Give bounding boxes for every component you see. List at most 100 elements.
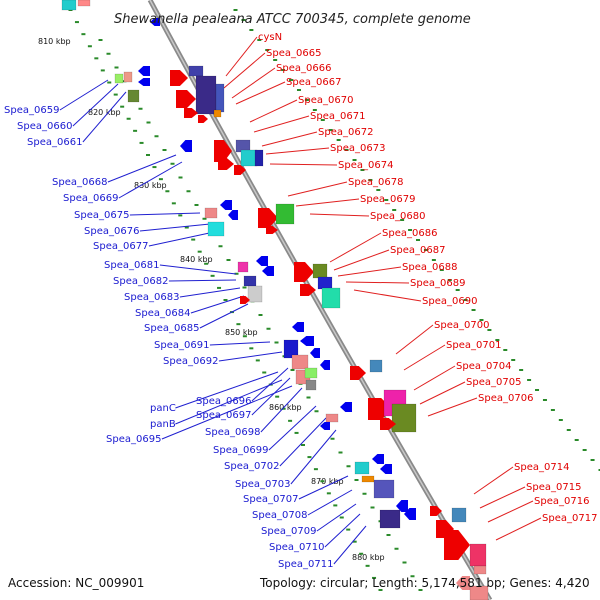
tick-dot — [336, 139, 341, 141]
gene-label[interactable]: Spea_0675 — [74, 210, 129, 221]
gene-label[interactable]: Spea_0691 — [154, 340, 209, 351]
gene-label[interactable]: Spea_0690 — [422, 296, 477, 307]
gene-label[interactable]: Spea_0710 — [269, 542, 324, 553]
gene-label[interactable]: Spea_0698 — [205, 427, 260, 438]
gene-label[interactable]: Spea_0709 — [261, 526, 316, 537]
gene-label[interactable]: Spea_0667 — [286, 77, 341, 88]
tick-dot — [344, 149, 349, 151]
tick-dot — [511, 359, 516, 361]
gene-label[interactable]: Spea_0685 — [144, 323, 199, 334]
gene-label[interactable]: Spea_0679 — [360, 194, 415, 205]
gene-label[interactable]: Spea_0670 — [298, 95, 353, 106]
gene-label[interactable]: Spea_0689 — [410, 278, 465, 289]
tick-dot — [535, 389, 540, 391]
gene-label[interactable]: Spea_0687 — [390, 245, 445, 256]
gene-label[interactable]: panB — [150, 419, 176, 430]
gene-label[interactable]: Spea_0696 — [196, 396, 251, 407]
connector-line — [148, 231, 215, 247]
gene-label[interactable]: panC — [150, 403, 176, 414]
gene-label[interactable]: Spea_0676 — [84, 226, 139, 237]
gene-label[interactable]: Spea_0666 — [276, 63, 331, 74]
tick-dot — [242, 286, 247, 289]
gene-label[interactable]: Spea_0674 — [338, 160, 393, 171]
gene-label[interactable]: Spea_0704 — [456, 361, 511, 372]
gene-label[interactable]: Spea_0669 — [63, 193, 118, 204]
tick-dot — [226, 259, 231, 261]
gene-label[interactable]: Spea_0707 — [243, 494, 298, 505]
tick-dot — [139, 141, 144, 144]
tick-dot — [362, 492, 367, 495]
tick-dot — [372, 576, 377, 579]
gene-label[interactable]: Spea_0703 — [235, 479, 290, 490]
accession-text: Accession: NC_009901 — [8, 576, 145, 590]
gene-label[interactable]: Spea_0665 — [266, 48, 321, 59]
gene-label[interactable]: Spea_0688 — [402, 262, 457, 273]
gene-arrow-forward — [294, 262, 314, 282]
gene-label[interactable]: Spea_0668 — [52, 177, 107, 188]
gene-label[interactable]: Spea_0701 — [446, 340, 501, 351]
gene-label[interactable]: Spea_0671 — [310, 111, 365, 122]
gene-label[interactable]: Spea_0695 — [106, 434, 161, 445]
gene-arrow-forward — [380, 418, 396, 430]
gene-feature — [305, 379, 317, 391]
gene-label[interactable]: Spea_0708 — [252, 510, 307, 521]
gene-label[interactable]: Spea_0706 — [478, 393, 533, 404]
tick-dot — [100, 69, 105, 72]
gene-label[interactable]: Spea_0661 — [27, 137, 82, 148]
gene-label[interactable]: Spea_0692 — [163, 356, 218, 367]
connector-line — [298, 475, 349, 500]
gene-arrow-reverse — [138, 78, 150, 86]
gene-arrow-reverse — [340, 402, 352, 412]
gene-label[interactable]: Spea_0681 — [104, 260, 159, 271]
tick-dot — [360, 169, 365, 171]
tick-dot — [107, 81, 112, 84]
tick-dot — [301, 444, 305, 446]
gene-label[interactable]: Spea_0686 — [382, 228, 437, 239]
tick-dot — [582, 449, 587, 451]
gene-label[interactable]: cysN — [258, 32, 282, 43]
gene-label[interactable]: Spea_0660 — [17, 121, 72, 132]
tick-dot — [81, 33, 86, 36]
gene-label[interactable]: Spea_0697 — [196, 410, 251, 421]
tick-dot — [423, 249, 428, 251]
tick-dot — [171, 202, 176, 205]
tick-dot — [217, 286, 222, 289]
tick-dot — [463, 299, 468, 301]
gene-label[interactable]: Spea_0715 — [526, 482, 581, 493]
connector-line — [107, 154, 177, 183]
gene-label[interactable]: Spea_0683 — [124, 292, 179, 303]
tick-dot — [346, 528, 351, 531]
gene-label[interactable]: Spea_0682 — [113, 276, 168, 287]
gene-label[interactable]: Spea_0700 — [434, 320, 489, 331]
gene-arrow-forward — [258, 208, 278, 228]
tick-dot — [519, 369, 524, 371]
gene-label[interactable]: Spea_0702 — [224, 461, 279, 472]
gene-label[interactable]: Spea_0705 — [466, 377, 521, 388]
gene-features — [61, 0, 489, 600]
tick-dot — [178, 176, 183, 179]
kbp-tick-label: 810 kbp — [38, 37, 71, 46]
gene-label[interactable]: Spea_0672 — [318, 127, 373, 138]
kbp-tick-label: 830 kbp — [134, 181, 167, 190]
gene-label[interactable]: Spea_0711 — [278, 559, 333, 570]
gene-label[interactable]: Spea_0680 — [370, 211, 425, 222]
tick-dot — [352, 159, 357, 161]
gene-arrow-reverse — [150, 18, 160, 26]
gene-label[interactable]: Spea_0714 — [514, 462, 569, 473]
tick-dot — [258, 314, 263, 316]
connector-line — [419, 381, 466, 405]
connector-line — [268, 405, 317, 451]
gene-label[interactable]: Spea_0699 — [213, 445, 268, 456]
connector-line — [139, 223, 211, 232]
gene-label[interactable]: Spea_0659 — [4, 105, 59, 116]
gene-label[interactable]: Spea_0678 — [348, 177, 403, 188]
gene-arrow-forward — [234, 165, 246, 175]
connector-line — [487, 500, 534, 523]
gene-feature — [188, 65, 204, 77]
gene-label[interactable]: Spea_0673 — [330, 143, 385, 154]
tick-dot — [354, 479, 359, 481]
gene-label[interactable]: Spea_0716 — [534, 496, 589, 507]
gene-label[interactable]: Spea_0717 — [542, 513, 597, 524]
gene-label[interactable]: Spea_0677 — [93, 241, 148, 252]
gene-label[interactable]: Spea_0684 — [135, 308, 190, 319]
